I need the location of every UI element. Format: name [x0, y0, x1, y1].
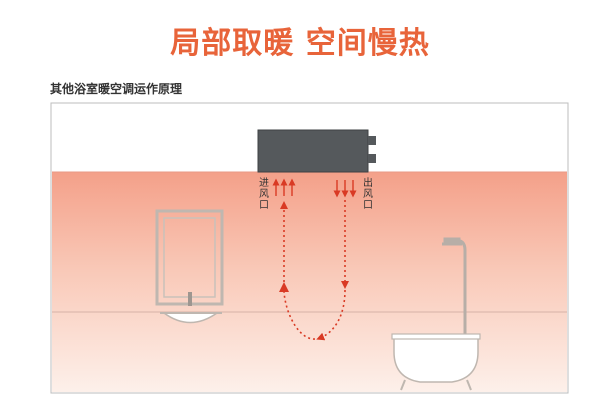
svg-text:风: 风 [259, 188, 269, 200]
shower [442, 237, 467, 340]
svg-text:口: 口 [363, 200, 373, 211]
air-circulation-loop [280, 200, 349, 341]
diagram-subtitle: 其他浴室暖空调运作原理 [50, 82, 183, 96]
inlet-arrows [272, 178, 296, 196]
outlet-arrows [333, 180, 357, 198]
page-title: 局部取暖 空间慢热 [170, 26, 430, 61]
svg-text:风: 风 [363, 188, 373, 200]
loop-arrowhead-left [279, 282, 289, 292]
sink [160, 292, 222, 324]
outlet-label: 出 风 口 [363, 176, 373, 211]
svg-text:进: 进 [259, 177, 269, 189]
heater-unit [257, 129, 376, 173]
svg-text:口: 口 [259, 200, 269, 211]
warm-air-zone [52, 172, 567, 392]
bathtub [391, 333, 481, 391]
inlet-label: 进 风 口 [259, 177, 269, 211]
svg-text:出: 出 [363, 176, 373, 189]
